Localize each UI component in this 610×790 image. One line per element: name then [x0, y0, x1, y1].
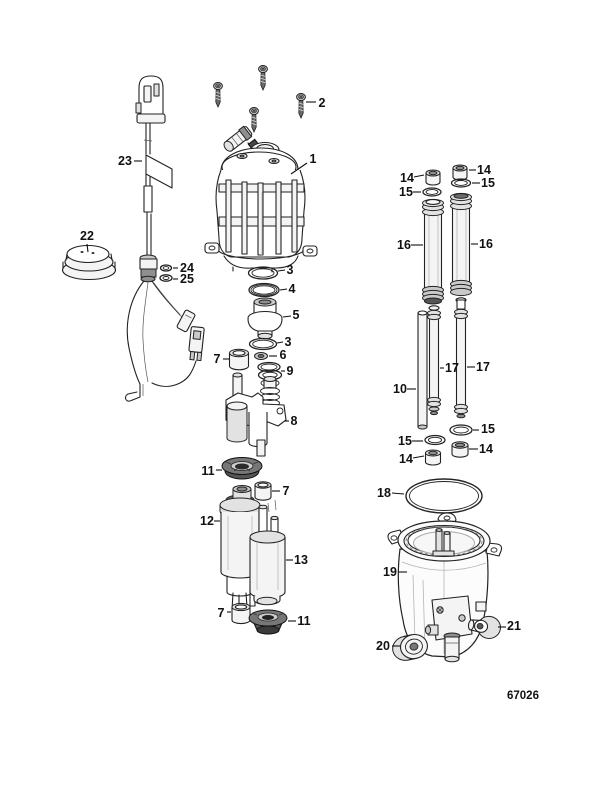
part-lead-wire-assembly	[125, 75, 205, 402]
callout-16a: 16	[397, 238, 411, 252]
leader-3a	[277, 269, 286, 272]
part-bushing-14c	[424, 449, 442, 466]
part-o-ring-3b	[248, 337, 278, 351]
part-washer-25	[159, 274, 173, 282]
callout-21: 21	[507, 619, 521, 633]
leader-4	[279, 288, 288, 291]
callout-20: 20	[376, 639, 390, 653]
part-long-tube-10	[417, 310, 428, 430]
part-washer-24	[159, 264, 173, 272]
part-drain-plug	[392, 633, 428, 661]
leader-1	[290, 162, 308, 175]
callout-25: 25	[180, 272, 194, 286]
callout-19: 19	[383, 565, 397, 579]
callout-7a: 7	[214, 352, 221, 366]
callout-3a: 3	[287, 263, 294, 277]
callout-7c: 7	[218, 606, 225, 620]
part-pressure-regulator	[247, 297, 283, 340]
callout-12: 12	[200, 514, 214, 528]
callout-15d: 15	[481, 422, 495, 436]
part-grommet-11a	[221, 457, 263, 480]
part-cap	[61, 244, 117, 281]
part-fuel-tube-17b	[454, 297, 468, 419]
part-fuel-tube-17a	[427, 305, 441, 416]
callout-18: 18	[377, 486, 391, 500]
figure-code: 67026	[507, 690, 539, 702]
part-grommet-11b	[248, 609, 288, 635]
callout-23: 23	[118, 154, 132, 168]
part-spacer-7c	[231, 602, 251, 625]
part-filter-bowl	[387, 512, 503, 663]
leader-22	[86, 243, 89, 253]
callout-15a: 15	[399, 185, 413, 199]
callout-14c: 14	[399, 452, 413, 466]
callout-2: 2	[319, 96, 326, 110]
callout-24: 24	[180, 261, 194, 275]
part-small-seal-6	[254, 352, 268, 360]
callout-17b: 17	[476, 360, 490, 374]
part-large-o-ring-18	[405, 478, 483, 514]
part-o-ring-15c	[424, 434, 446, 446]
part-o-ring-3a	[247, 266, 279, 280]
part-fuel-pump-13	[249, 499, 286, 606]
callout-14a: 14	[400, 171, 414, 185]
callout-7b: 7	[283, 484, 290, 498]
part-fuel-pump-12	[219, 485, 261, 623]
callout-14d: 14	[479, 442, 493, 456]
part-sleeve-tube-16a	[422, 198, 444, 305]
part-bushing-14b	[452, 164, 468, 181]
callout-3b: 3	[285, 335, 292, 349]
part-pump-bracket-assembly	[225, 372, 287, 457]
part-sleeve-tube-16b	[450, 192, 472, 297]
callout-13: 13	[294, 553, 308, 567]
callout-10: 10	[393, 382, 407, 396]
part-o-ring-15b	[450, 178, 472, 188]
callout-4: 4	[289, 282, 296, 296]
part-seal-ring-4	[248, 282, 280, 298]
callout-22: 22	[80, 229, 94, 243]
part-o-ring-15a	[422, 187, 442, 197]
callout-15c: 15	[398, 434, 412, 448]
leader-14a	[413, 174, 425, 178]
leader-18	[391, 492, 405, 495]
leader-14c	[412, 455, 425, 459]
part-spacer-7b	[254, 481, 272, 501]
part-mounting-screws	[213, 65, 306, 133]
part-fitting-21	[467, 615, 501, 639]
callout-17a: 17	[445, 361, 459, 375]
callout-1: 1	[310, 152, 317, 166]
callout-8: 8	[291, 414, 298, 428]
callout-6: 6	[280, 348, 287, 362]
callout-5: 5	[293, 308, 300, 322]
part-bushing-14d	[451, 441, 469, 458]
part-bushing-14a	[425, 169, 441, 186]
callout-11a: 11	[201, 464, 214, 478]
leader-5	[282, 315, 292, 318]
callout-11b: 11	[297, 614, 310, 628]
callout-9: 9	[287, 364, 294, 378]
part-spacer-7a	[228, 348, 250, 371]
callouts: 2 1 23 22 24 25 3 4 5 3 6 7 9 8 11 7 12	[80, 96, 521, 653]
part-fuel-filter-canister	[204, 125, 318, 273]
callout-14b: 14	[477, 163, 491, 177]
leader-3b	[276, 341, 284, 344]
callout-15b: 15	[481, 176, 495, 190]
callout-16b: 16	[479, 237, 493, 251]
part-o-ring-15d	[449, 424, 473, 436]
